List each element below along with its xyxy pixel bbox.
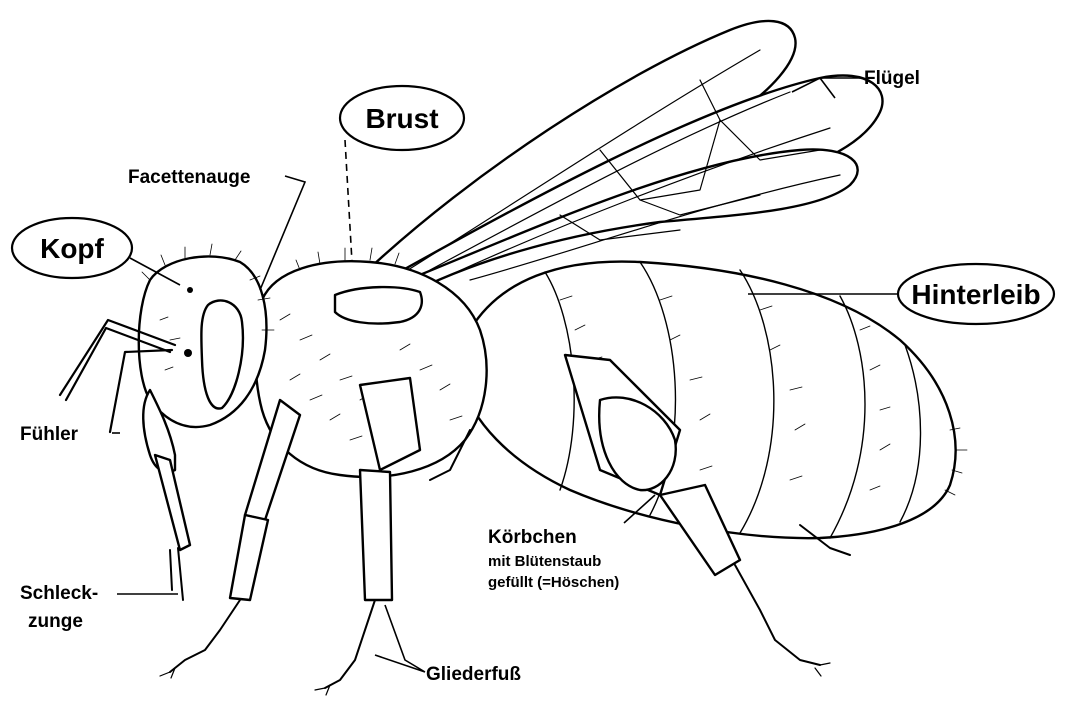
label-fuehler: Fühler: [20, 424, 79, 445]
label-schleckzunge-2: zunge: [28, 611, 83, 632]
ocellus-2: [187, 287, 193, 293]
label-kopf-text: Kopf: [40, 233, 104, 264]
label-koerbchen-desc-2: gefüllt (=Höschen): [488, 574, 619, 591]
label-brust-text: Brust: [365, 103, 438, 134]
abdomen: [462, 262, 967, 539]
label-gliederfuss: Gliederfuß: [426, 664, 521, 685]
label-koerbchen: Körbchen: [488, 527, 577, 548]
wings: [370, 21, 883, 296]
label-koerbchen-desc-1: mit Blütenstaub: [488, 553, 601, 570]
label-fluegel: Flügel: [864, 68, 920, 89]
label-hinterleib: Hinterleib: [898, 264, 1054, 324]
label-facettenauge: Facettenauge: [128, 167, 250, 188]
label-brust: Brust: [340, 86, 464, 150]
label-kopf: Kopf: [12, 218, 132, 278]
leader-gliederfuss: [375, 605, 425, 672]
ocellus: [184, 349, 192, 357]
leader-brust: [345, 140, 352, 262]
label-hinterleib-text: Hinterleib: [911, 279, 1040, 310]
label-schleckzunge-1: Schleck-: [20, 583, 98, 604]
